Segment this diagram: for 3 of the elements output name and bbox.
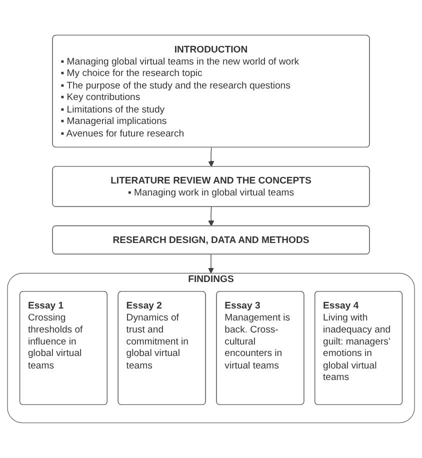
arrow [208,206,214,226]
arrow [208,254,214,274]
arrow [208,147,214,167]
